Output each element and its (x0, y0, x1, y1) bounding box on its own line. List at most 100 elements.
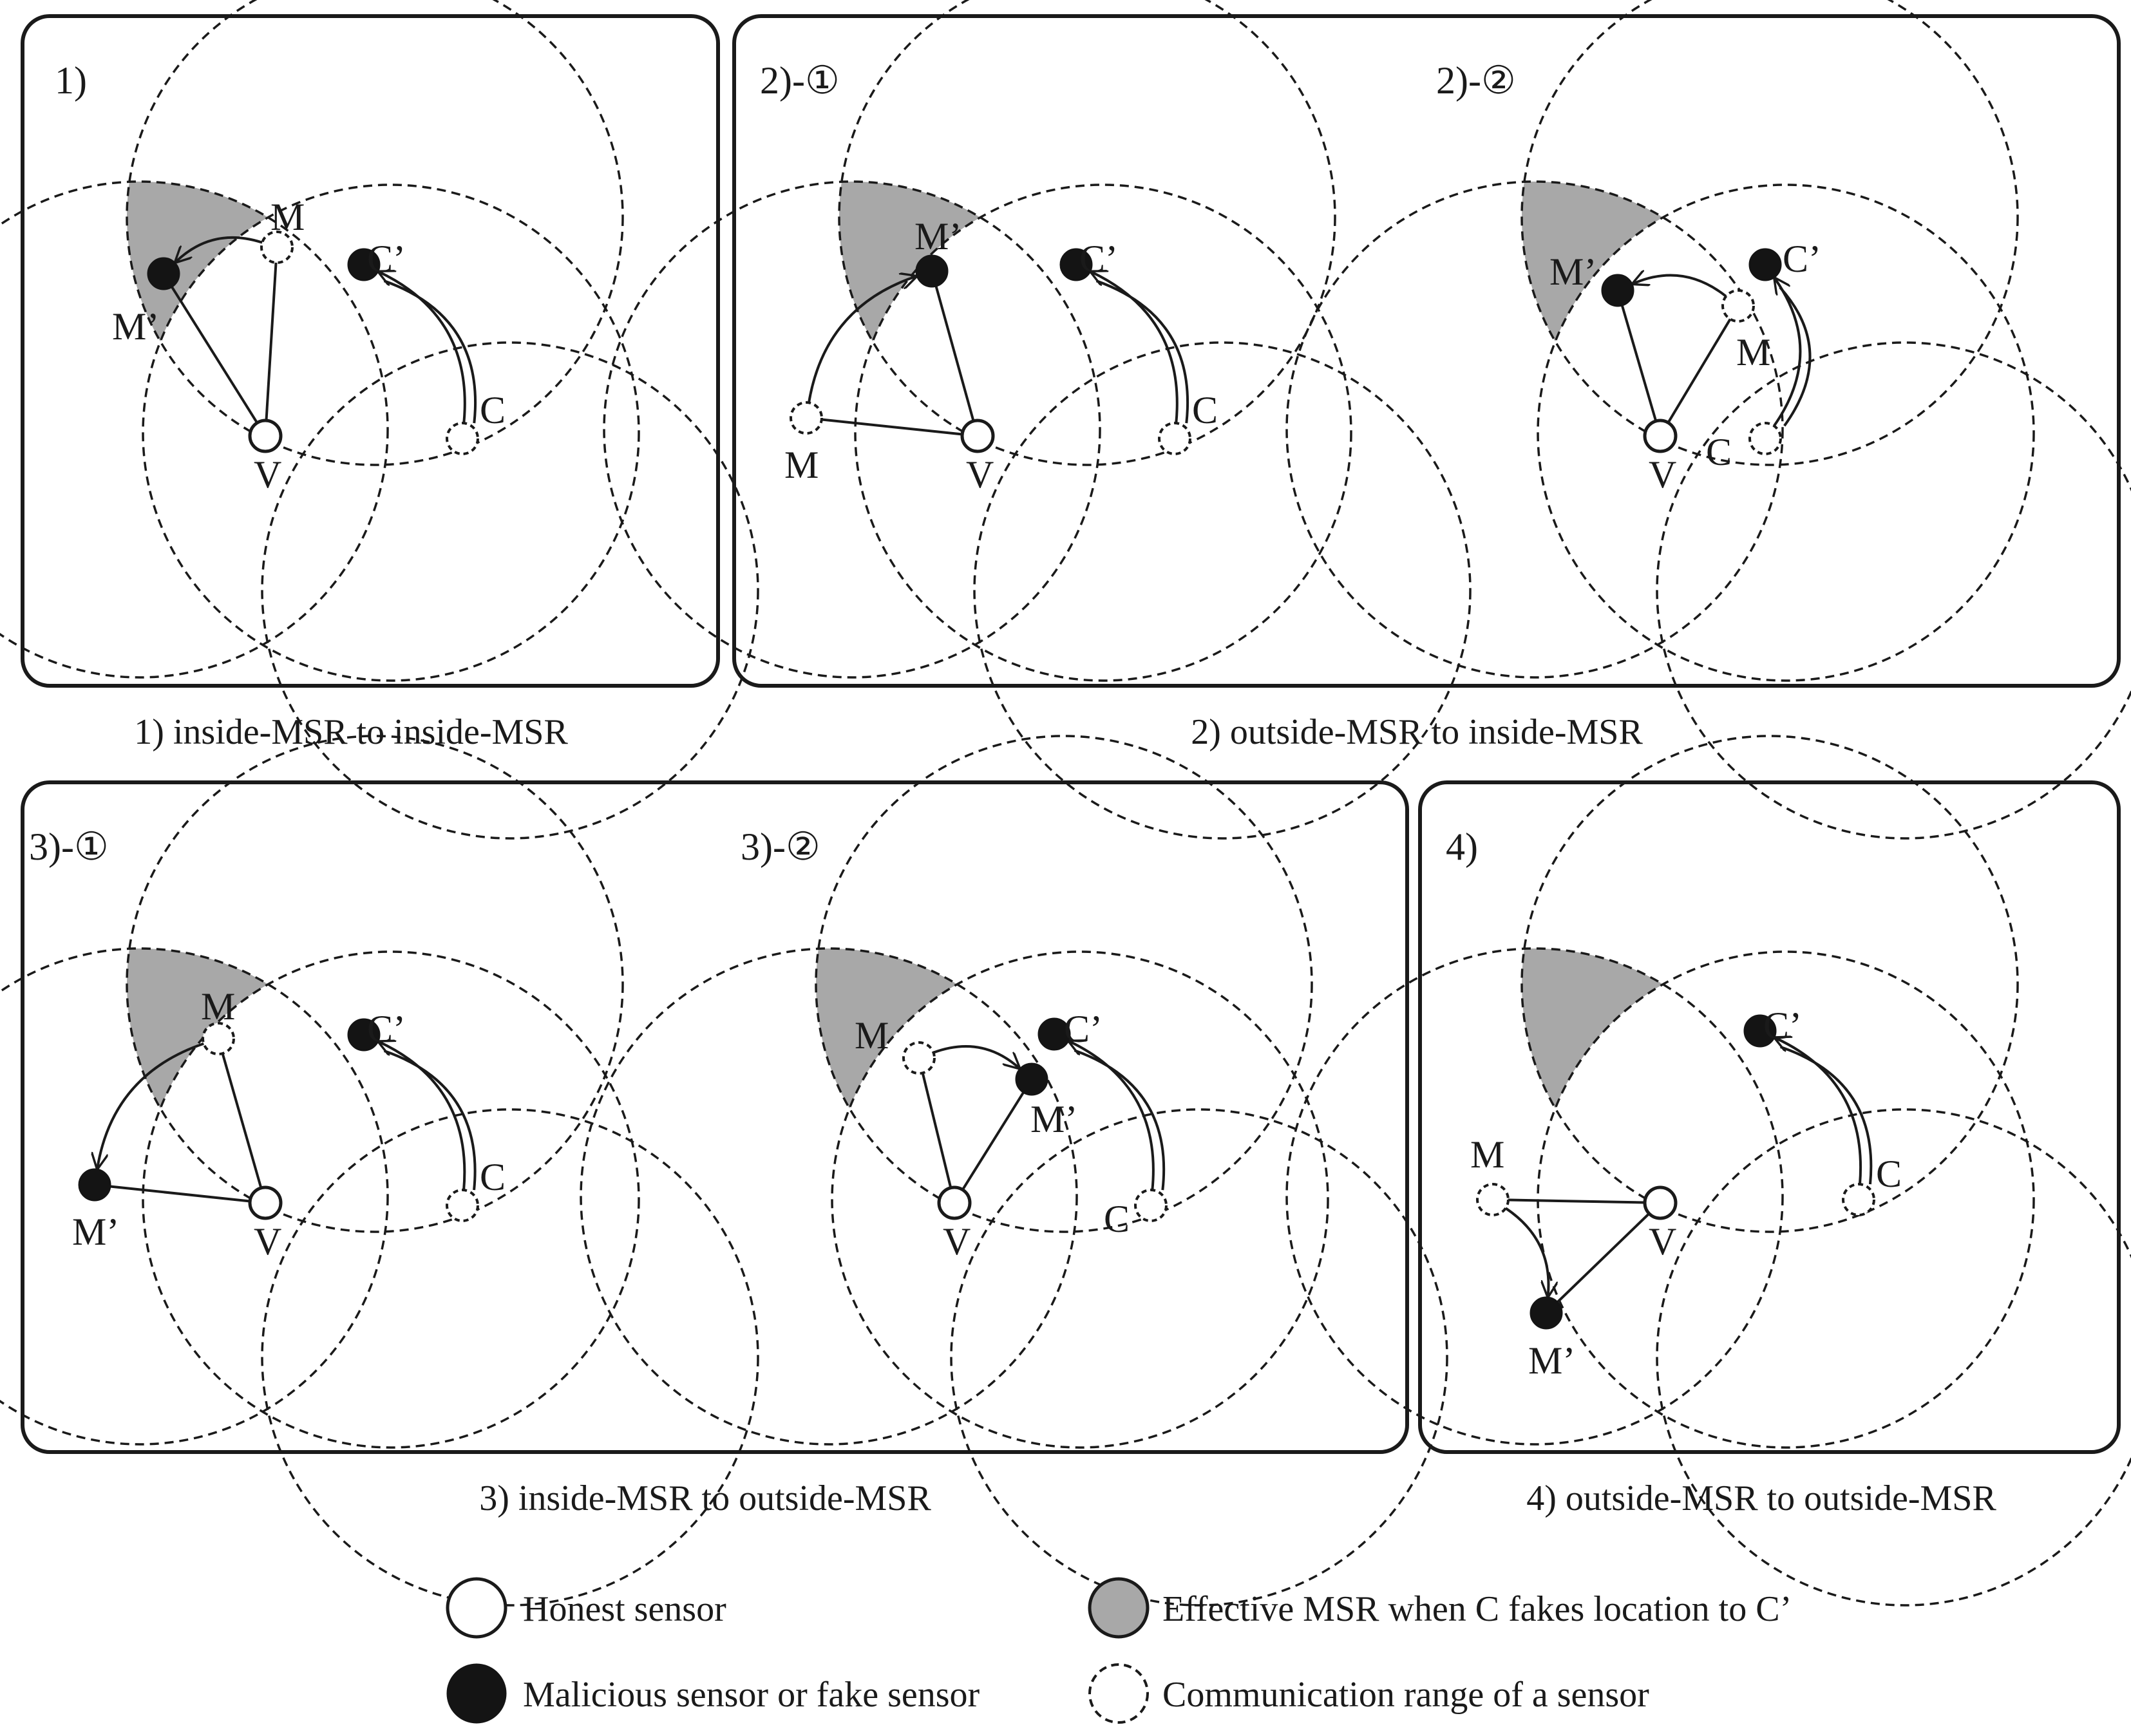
move-arrow-C-outer (1095, 279, 1189, 424)
caption-1: 1) inside-MSR to inside-MSR (134, 712, 568, 752)
range-circle-mid (142, 184, 640, 682)
range-circle-mid (831, 950, 1329, 1449)
range-circle-right (261, 1108, 759, 1607)
label-C-prime: C’ (1079, 238, 1118, 280)
range-circle-top (1520, 0, 2019, 466)
range-circle-left (603, 180, 1101, 679)
panel-frame-4 (1418, 780, 2121, 1454)
move-arrow-M-to-Mp (1633, 276, 1727, 297)
node-M-prime (915, 254, 949, 288)
move-arrow-C-to-Cp (379, 272, 466, 424)
link-V-Mp (1616, 290, 1662, 437)
label-C-prime: C’ (367, 238, 406, 280)
label-C-prime: C’ (367, 1008, 406, 1050)
node-M-original (1721, 289, 1755, 323)
move-arrow-M-to-Mp (933, 1045, 1019, 1068)
range-circle-top (1520, 735, 2019, 1233)
move-arrow-M-to-Mp (1504, 1207, 1549, 1296)
range-circle-right (1656, 341, 2131, 840)
panel-4: VMM’CC’4) (1285, 735, 2131, 1607)
label-V: V (1649, 1220, 1676, 1263)
move-arrow-M-to-Mp (176, 236, 263, 262)
legend: Honest sensor Malicious sensor or fake s… (446, 1577, 1792, 1724)
label-C-prime: C’ (1783, 238, 1821, 280)
range-circle-left (0, 180, 389, 679)
move-arrow-M-to-Mp (97, 1042, 204, 1169)
node-M-original (902, 1041, 936, 1075)
node-V (1643, 1185, 1678, 1220)
link-V-Mp (953, 1078, 1033, 1204)
effective-msr-region (1522, 182, 1783, 465)
range-circle-mid (1537, 184, 2035, 682)
node-C-original (1748, 422, 1782, 455)
panel-tag: 1) (55, 59, 87, 102)
panel-tag: 3)-① (29, 826, 109, 868)
move-arrow-C-outer (383, 1050, 477, 1191)
link-V-M (1659, 305, 1739, 437)
label-M: M (270, 196, 305, 238)
link-V-Mp (162, 272, 267, 437)
legend-range-label: Communication range of a sensor (1162, 1675, 1649, 1715)
effective-msr-fill (839, 182, 1100, 465)
label-M: M (784, 444, 819, 486)
node-V (248, 1185, 283, 1220)
range-circle-right (973, 341, 1472, 840)
link-V-Mp (1545, 1202, 1662, 1314)
range-circle-left (0, 947, 389, 1446)
label-C: C (480, 1156, 506, 1198)
move-arrow-C-to-Cp (1776, 1038, 1862, 1185)
node-C-prime (1059, 248, 1093, 281)
move-arrow-C-outer (383, 279, 477, 424)
node-C-prime (1743, 1014, 1777, 1048)
node-M-prime (1601, 274, 1634, 307)
label-M-prime: M’ (1549, 250, 1596, 293)
legend-range-symbol (1088, 1663, 1149, 1724)
label-M-prime: M’ (914, 215, 961, 258)
range-circle-left (580, 947, 1078, 1446)
move-arrow-C-outer (1779, 1045, 1873, 1185)
label-M-prime: M’ (1030, 1098, 1077, 1140)
legend-malicious-label: Malicious sensor or fake sensor (523, 1675, 980, 1715)
label-M: M (1736, 331, 1770, 373)
label-C: C (1192, 389, 1218, 431)
node-V (960, 419, 995, 453)
effective-msr-fill (127, 182, 388, 465)
label-M: M (201, 985, 235, 1028)
node-C-prime (347, 248, 381, 281)
node-M-original (260, 231, 294, 264)
label-M: M (855, 1014, 889, 1057)
node-M-original (790, 401, 823, 435)
link-V-M (264, 247, 278, 437)
legend-msr-symbol (1088, 1577, 1150, 1639)
panel-tag: 3)-② (741, 826, 820, 868)
panel-tag: 2)-① (760, 59, 840, 102)
panel-frame-1 (21, 14, 720, 688)
node-M-prime (1015, 1062, 1048, 1096)
range-circle-mid (142, 950, 640, 1449)
move-arrow-C-to-Cp (379, 1042, 466, 1191)
range-circle-top (815, 735, 1313, 1233)
link-V-Mp (931, 270, 979, 437)
node-C-original (1842, 1183, 1875, 1216)
panel-frame-3 (21, 780, 1409, 1454)
node-M-prime (1530, 1296, 1563, 1330)
range-circle-mid (854, 184, 1352, 682)
effective-msr-region (127, 182, 388, 465)
range-circle-top (126, 0, 624, 466)
move-arrow-C-outer (1074, 1049, 1166, 1191)
node-V (937, 1185, 972, 1220)
label-C: C (480, 389, 506, 431)
link-V-M (1492, 1198, 1661, 1204)
move-arrow-C-to-Cp (1069, 1041, 1155, 1191)
link-V-M (806, 417, 978, 437)
node-M-prime (147, 257, 180, 290)
label-M-prime: M’ (1528, 1339, 1575, 1382)
panel-3-2: VMM’CC’3)-② (580, 735, 1448, 1607)
label-C: C (1706, 431, 1732, 473)
label-C-prime: C’ (1064, 1008, 1103, 1050)
range-circle-left (1285, 947, 1784, 1446)
node-V (248, 419, 283, 453)
node-C-prime (1037, 1017, 1071, 1051)
label-V: V (943, 1220, 971, 1263)
